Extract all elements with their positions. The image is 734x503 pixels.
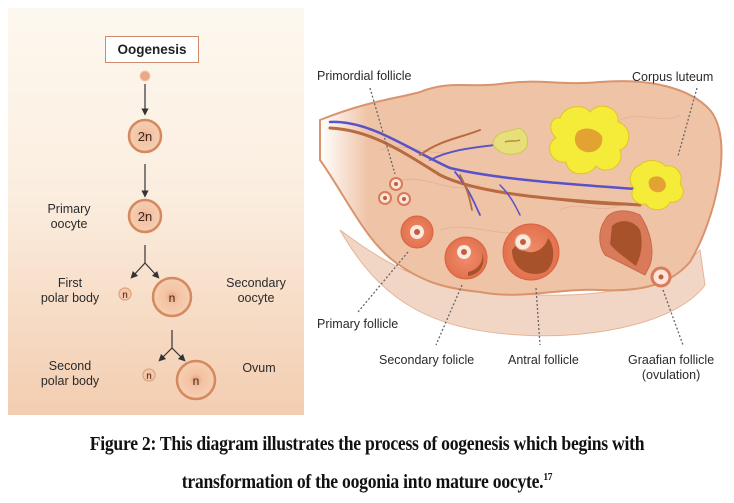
ploidy-label: n [193, 374, 200, 388]
second-polar-body-cell [142, 368, 156, 382]
label-line: oocyte [237, 291, 275, 305]
primary-follicle [400, 215, 434, 249]
split-right-1 [144, 262, 160, 279]
released-oocyte [650, 266, 672, 288]
split-right-2 [171, 347, 186, 362]
split-left-1 [130, 262, 146, 279]
label-secondary-oocyte: Secondary oocyte [216, 276, 296, 306]
caption-text: transformation of the oogonia into matur… [181, 470, 544, 493]
caption-line-2: transformation of the oogonia into matur… [51, 461, 682, 499]
label-line: oocyte [50, 217, 88, 231]
label-ovum: Ovum [234, 361, 284, 376]
ruptured-follicle [599, 210, 653, 276]
first-polar-body-cell [118, 287, 132, 301]
ploidy-label: n [169, 291, 176, 305]
primary-oocyte-cell [127, 198, 163, 234]
primordial-follicles [378, 177, 411, 206]
blood-vessels [328, 120, 652, 216]
ploidy-label: n [122, 290, 128, 301]
label-line: Graafian follicle [628, 353, 715, 367]
label-second-polar-body: Second polar body [30, 359, 110, 389]
label-primary-follicle: Primary follicle [317, 317, 399, 331]
oogenesis-flow: 2n 2n n n n n [118, 70, 217, 401]
corpus-luteum-large [549, 105, 630, 175]
label-line: polar body [40, 374, 100, 388]
caption-line-1: Figure 2: This diagram illustrates the p… [89, 433, 645, 455]
label-first-polar-body: First polar body [30, 276, 110, 306]
leader-lines [357, 87, 698, 346]
oogonium-cell [139, 70, 151, 82]
secondary-oocyte-cell [151, 276, 193, 318]
label-primordial-follicle: Primordial follicle [317, 69, 412, 83]
antral-follicle [502, 223, 560, 281]
label-line: Secondary [226, 276, 286, 290]
oogenesis-panel: Oogenesis 2n 2n n n [8, 8, 304, 415]
label-graafian-follicle: Graafian follicle (ovulation) [628, 353, 714, 383]
label-line: Second [48, 359, 92, 373]
secondary-follicle [444, 236, 488, 280]
label-line: First [57, 276, 83, 290]
label-primary-oocyte: Primary oocyte [34, 202, 104, 232]
label-secondary-follicle: Secondary folicle [379, 353, 475, 367]
oogenesis-title: Oogenesis [105, 36, 199, 63]
ploidy-label: 2n [138, 209, 152, 224]
label-antral-follicle: Antral follicle [508, 353, 579, 367]
label-line: Primary [47, 202, 91, 216]
label-line: Ovum [242, 361, 276, 375]
caption-reference: 17 [543, 471, 553, 483]
cell-2n-1 [127, 118, 163, 154]
ploidy-label: n [146, 371, 152, 382]
label-line: (ovulation) [641, 368, 701, 382]
ovary-illustration [319, 80, 723, 346]
label-corpus-luteum: Corpus luteum [632, 70, 714, 84]
label-line: polar body [40, 291, 100, 305]
ovum-cell [175, 359, 217, 401]
corpus-small [492, 127, 529, 155]
split-left-2 [158, 347, 173, 362]
ploidy-label: 2n [138, 129, 152, 144]
figure-caption: Figure 2: This diagram illustrates the p… [51, 428, 682, 499]
corpus-luteum-right [629, 160, 684, 211]
